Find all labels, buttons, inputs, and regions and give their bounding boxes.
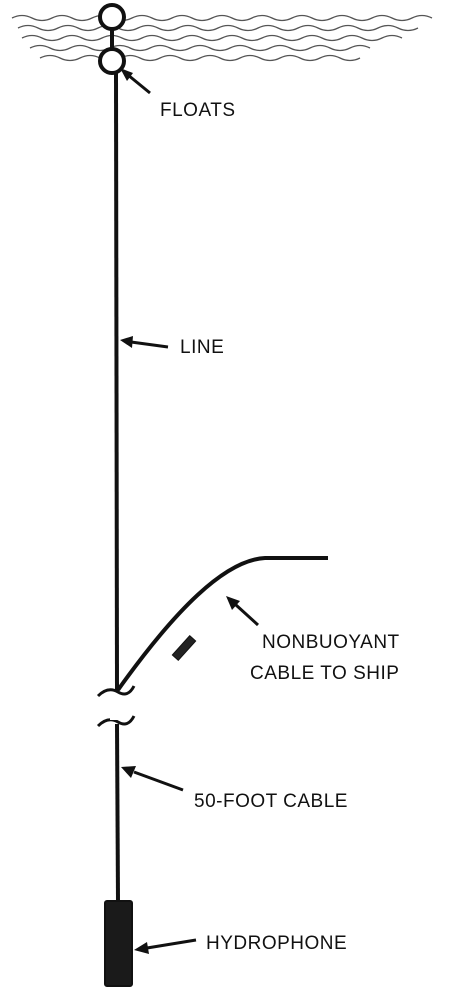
hydrophone-arrow-shaft <box>146 938 197 950</box>
floats-arrowhead <box>120 68 133 81</box>
line-label: LINE <box>180 337 224 358</box>
wave-line-2 <box>17 24 419 32</box>
hydrophone-body <box>104 900 133 987</box>
break-gap <box>110 696 124 720</box>
vertical-line <box>114 72 119 693</box>
fifty-foot-arrow-shaft <box>133 770 184 792</box>
hydrophone-arrowhead <box>134 942 149 954</box>
floats-arrow-shaft <box>127 73 151 95</box>
wave-line-4 <box>29 44 371 52</box>
hydrophone-label: HYDROPHONE <box>206 933 347 954</box>
upper-float <box>98 3 126 31</box>
cable-to-ship-arrowhead <box>226 596 240 610</box>
break-mark-lower <box>96 715 136 728</box>
lower-cable <box>115 723 120 903</box>
nonbuoyant-cable <box>116 556 328 692</box>
cable-splice <box>171 634 197 662</box>
wave-line-1 <box>11 14 433 22</box>
water-surface <box>11 14 433 62</box>
lower-float <box>98 47 126 75</box>
break-marks <box>96 685 136 728</box>
wave-line-5 <box>39 54 361 62</box>
line-arrowhead <box>120 336 133 348</box>
fifty-foot-arrowhead <box>121 766 136 778</box>
leader-arrows <box>120 68 260 954</box>
fifty-foot-cable-label: 50-FOOT CABLE <box>194 791 348 812</box>
line-arrow-shaft <box>130 340 169 349</box>
break-mark-upper <box>96 685 136 698</box>
cable-to-ship-arrow-shaft <box>234 603 260 627</box>
cable-to-ship-label-line-1: NONBUOYANT <box>262 632 400 653</box>
cable-to-ship-label-line-2: CABLE TO SHIP <box>250 663 399 684</box>
wave-line-3 <box>21 34 403 42</box>
floats-label: FLOATS <box>160 100 236 121</box>
